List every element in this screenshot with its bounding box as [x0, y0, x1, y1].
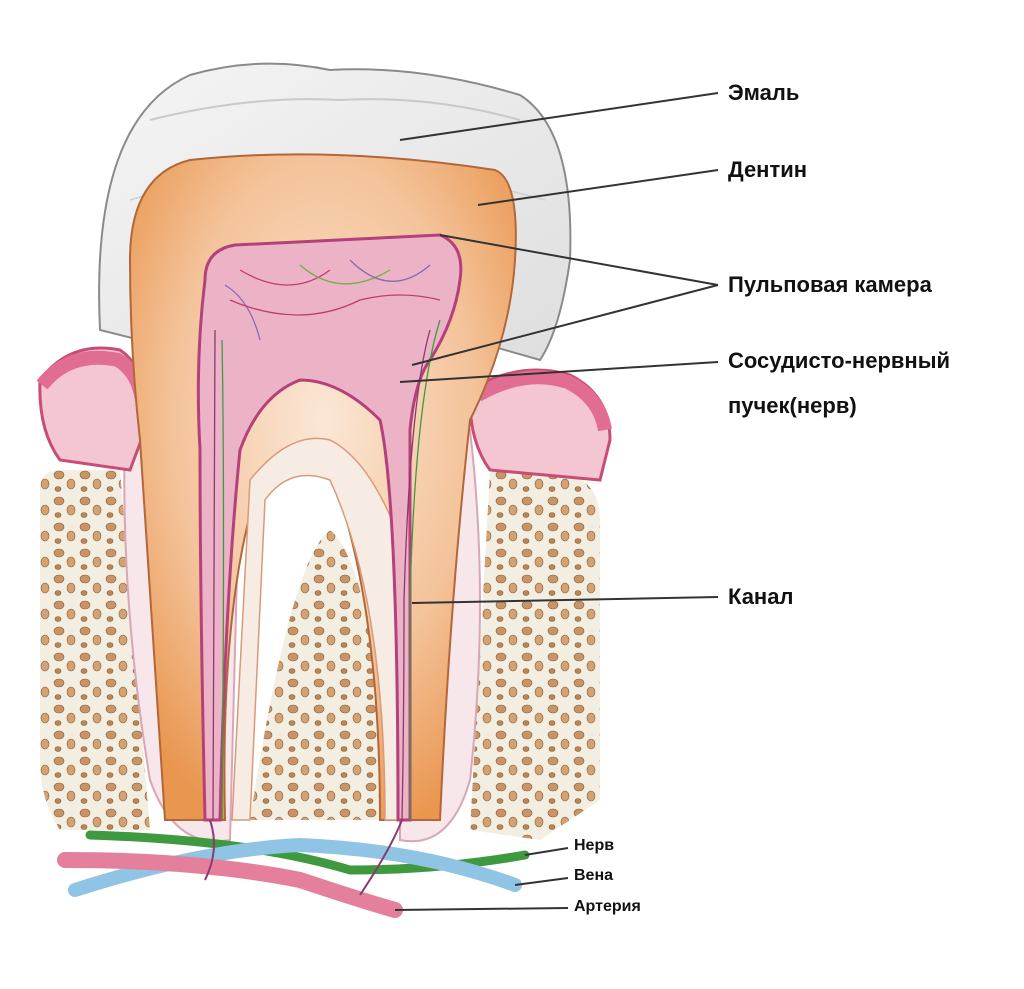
label-pulp-chamber: Пульповая камера [728, 272, 932, 297]
label-nerve: Нерв [574, 837, 615, 854]
label-artery: Артерия [574, 898, 641, 915]
middle-bone [250, 530, 400, 820]
right-bone [470, 470, 600, 840]
artery-vessel [57, 852, 403, 918]
label-neurovascular-bundle-line2: пучек(нерв) [728, 393, 857, 418]
label-enamel: Эмаль [728, 80, 800, 105]
nerve-fibers [212, 259, 441, 821]
label-neurovascular-bundle: Сосудисто-нервный [728, 348, 951, 373]
inner-root-band [231, 437, 411, 821]
right-gum-edge [474, 370, 612, 432]
label-canal: Канал [728, 584, 794, 609]
left-bone [40, 470, 150, 830]
label-dentin: Дентин [728, 157, 808, 182]
label-vein: Вена [574, 867, 614, 884]
leader-lines [394, 92, 719, 911]
